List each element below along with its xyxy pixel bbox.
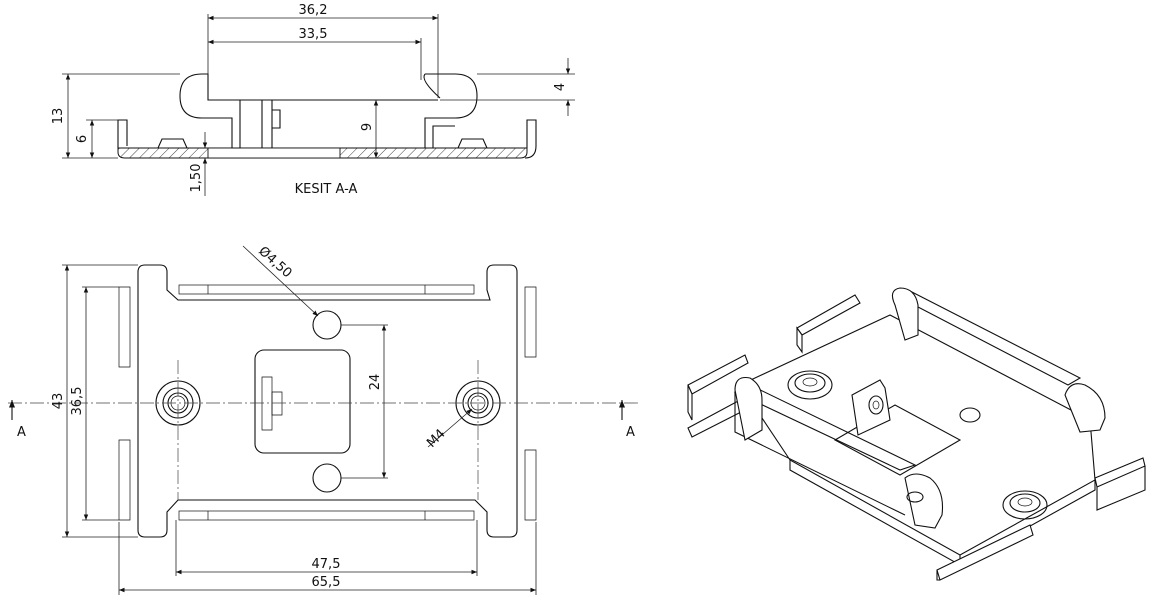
left-leg: [117, 119, 128, 148]
center-nut: [271, 391, 283, 416]
plate-outline: [137, 264, 518, 538]
dim-m4: M4: [424, 426, 448, 450]
dim-13: 13: [51, 108, 66, 125]
right-hook: [424, 73, 478, 149]
center-tab-nut: [272, 109, 281, 129]
dim-6: 6: [75, 135, 90, 143]
iso-hook-left: [734, 376, 763, 441]
left-flange-top: [118, 286, 131, 368]
iso-hole: [959, 407, 981, 423]
plate-gap: [207, 147, 341, 159]
dim-47-5: 47,5: [312, 557, 341, 572]
iso-hook-right: [1064, 383, 1106, 433]
iso-hook-top: [891, 287, 919, 341]
iso-boss-right: [1002, 490, 1048, 520]
left-flange-bottom: [118, 439, 131, 521]
dim-65-5: 65,5: [312, 575, 341, 590]
dim-43: 43: [51, 393, 66, 410]
bump-right: [457, 138, 488, 149]
rail-top: [178, 284, 475, 295]
isometric-view: [687, 287, 1146, 581]
iso-boss-left: [787, 370, 833, 400]
right-flange-bottom: [524, 449, 537, 521]
iso-flange-top: [796, 294, 861, 336]
iso-flange-left-bottom: [687, 399, 746, 438]
iso-center-tab: [851, 379, 891, 436]
rail-bottom: [178, 510, 475, 521]
section-marker-left: A: [17, 425, 26, 440]
dim-24: 24: [368, 374, 383, 391]
iso-flange-bottom: [936, 524, 1034, 581]
plan-view: A A Ø4,50 24 43 36,5 M4 47,5 65,5: [8, 244, 640, 595]
dim-4: 4: [553, 83, 568, 91]
center-tab: [261, 376, 273, 431]
section-marker-right: A: [626, 425, 635, 440]
section-view: 36,2 33,5 4 13 6 9 1,50 KESIT A-A: [51, 3, 575, 197]
right-leg: [524, 119, 537, 159]
center-tab: [261, 99, 273, 148]
iso-hole-2: [906, 491, 924, 503]
right-flange-top: [524, 286, 537, 358]
left-hook: [179, 73, 241, 149]
dim-36-5: 36,5: [70, 387, 85, 416]
bump-left: [157, 138, 188, 149]
dim-33-5: 33,5: [299, 27, 328, 42]
dim-9: 9: [360, 123, 375, 131]
iso-flange-right: [1094, 457, 1146, 488]
center-window: [254, 349, 351, 454]
dim-1-50: 1,50: [189, 164, 204, 193]
hole-bottom: [312, 463, 342, 493]
dim-36-2: 36,2: [299, 3, 328, 18]
iso-hook-bottom: [904, 473, 944, 529]
right-hook-curl: [423, 73, 441, 99]
section-title: KESIT A-A: [295, 182, 358, 197]
